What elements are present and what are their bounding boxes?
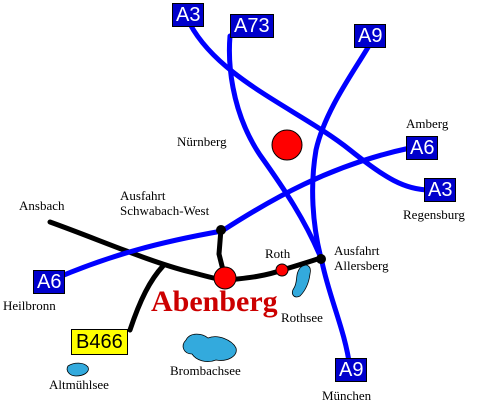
- label-exit-allersberg: Ausfahrt Allersberg: [334, 243, 389, 273]
- label-brombachsee: Brombachsee: [170, 363, 241, 378]
- label-exit-allersberg-line2: Allersberg: [334, 258, 389, 273]
- exit-allersberg-junction: [316, 254, 326, 264]
- brombachsee-lake: [182, 333, 237, 362]
- rothsee-lake: [292, 264, 311, 298]
- sign-a9-bottom: A9: [335, 358, 368, 382]
- label-muenchen: München: [322, 388, 372, 403]
- label-heilbronn: Heilbronn: [3, 298, 56, 313]
- label-exit-schwabach-line2: Schwabach-West: [120, 203, 210, 218]
- label-exit-allersberg-line1: Ausfahrt: [334, 243, 380, 258]
- sign-a6-left: A6: [33, 270, 66, 294]
- label-rothsee: Rothsee: [281, 310, 323, 325]
- abenberg-marker: [213, 266, 237, 290]
- label-roth: Roth: [265, 246, 291, 261]
- exit-schwabach-junction: [216, 225, 226, 235]
- label-altmuehlsee: Altmühlsee: [49, 377, 109, 392]
- label-exit-schwabach: Ausfahrt Schwabach-West: [120, 188, 209, 218]
- label-nuernberg: Nürnberg: [177, 134, 227, 149]
- sign-a3-top: A3: [172, 3, 205, 27]
- autobahn-a73: [226, 33, 324, 261]
- sign-a3-right: A3: [424, 178, 457, 202]
- label-abenberg: Abenberg: [151, 285, 278, 318]
- autobahn-a3: [187, 21, 433, 193]
- label-ansbach: Ansbach: [19, 198, 65, 213]
- label-exit-schwabach-line1: Ausfahrt: [120, 188, 166, 203]
- sign-a73: A73: [230, 14, 274, 38]
- nuernberg-marker: [271, 129, 303, 161]
- sign-a6-right: A6: [406, 136, 439, 160]
- label-amberg: Amberg: [406, 116, 449, 131]
- altmuehlsee-lake: [66, 362, 89, 377]
- roth-marker: [275, 263, 289, 277]
- autobahn-a9: [310, 41, 373, 371]
- label-regensburg: Regensburg: [403, 207, 465, 222]
- road-b466: [127, 263, 166, 333]
- sign-b466: B466: [71, 329, 128, 355]
- sign-a9-top: A9: [354, 24, 387, 48]
